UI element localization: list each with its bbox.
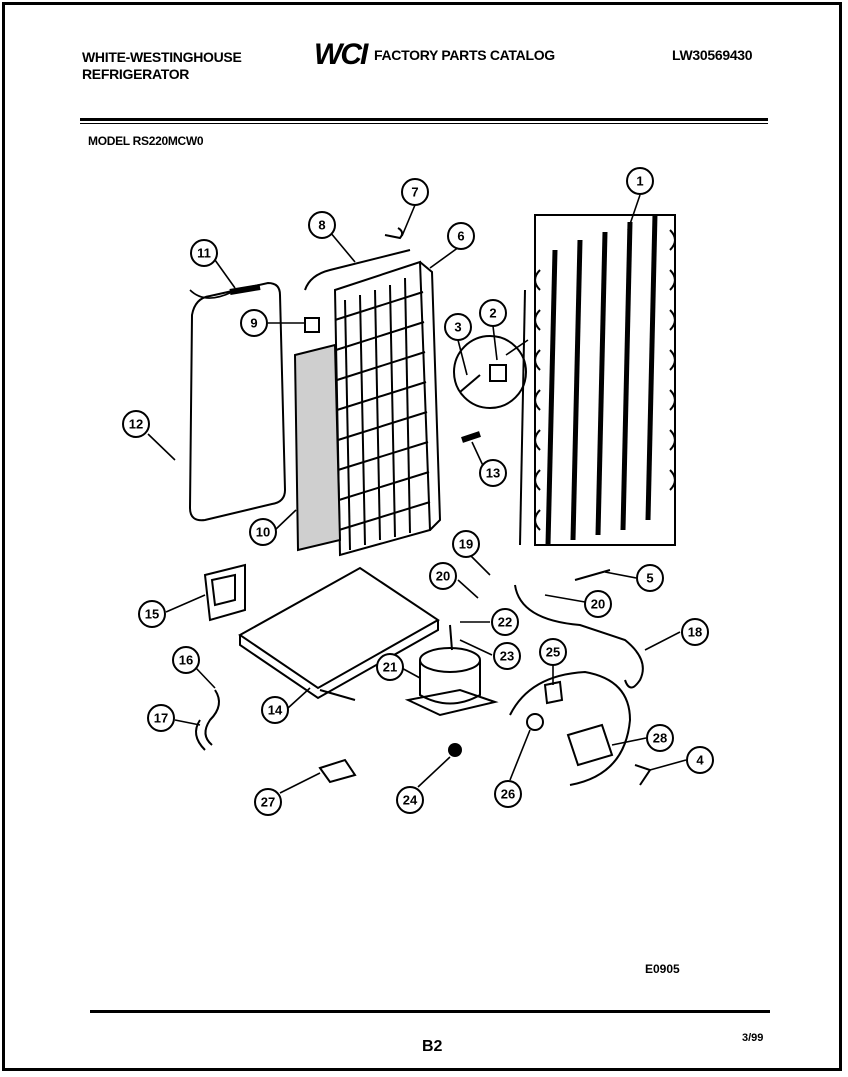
brand-header: WHITE-WESTINGHOUSE REFRIGERATOR — [82, 49, 242, 83]
svg-text:4: 4 — [696, 753, 704, 768]
drawing-code: E0905 — [645, 962, 680, 976]
callout-17: 17 — [147, 704, 175, 732]
revision-date: 3/99 — [742, 1032, 764, 1044]
evaporator-unit — [333, 260, 442, 557]
drain-tube — [304, 249, 411, 291]
svg-text:8: 8 — [318, 218, 325, 233]
model-label: MODEL RS220MCW0 — [88, 134, 204, 148]
header-rule-thin — [80, 123, 768, 124]
bracket-15 — [203, 563, 246, 622]
svg-text:28: 28 — [653, 731, 667, 746]
callout-12: 12 — [122, 410, 150, 438]
catalog-number: LW30569430 — [672, 47, 753, 63]
callout-27: 27 — [254, 788, 282, 816]
grommet — [304, 317, 320, 333]
svg-text:9: 9 — [250, 316, 257, 331]
tube-clip — [384, 227, 404, 240]
callout-24: 24 — [396, 786, 424, 814]
callout-5: 5 — [636, 564, 664, 592]
wci-logo: WCI — [314, 38, 371, 69]
callout-11: 11 — [190, 239, 218, 267]
svg-text:10: 10 — [256, 525, 270, 540]
callout-7: 7 — [401, 178, 429, 206]
svg-text:27: 27 — [261, 795, 275, 810]
svg-text:7: 7 — [411, 185, 418, 200]
callout-23: 23 — [493, 642, 521, 670]
bracket-13 — [461, 431, 481, 443]
callout-14: 14 — [261, 696, 289, 724]
svg-text:2: 2 — [489, 306, 496, 321]
callout-26: 26 — [494, 780, 522, 808]
svg-text:21: 21 — [383, 660, 397, 675]
footer-rule — [90, 1010, 770, 1013]
svg-text:17: 17 — [154, 711, 168, 726]
svg-text:13: 13 — [486, 466, 500, 481]
wire-harness-16 — [204, 689, 220, 746]
thermostat-detail — [453, 335, 529, 409]
callout-20-left: 20 — [429, 562, 457, 590]
brand-line-1: WHITE-WESTINGHOUSE — [82, 49, 242, 65]
svg-text:22: 22 — [498, 615, 512, 630]
callout-28: 28 — [646, 724, 674, 752]
compressor — [404, 624, 499, 717]
callout-16: 16 — [172, 646, 200, 674]
condenser-coil — [519, 213, 676, 546]
svg-text:6: 6 — [457, 229, 464, 244]
callout-9: 9 — [240, 309, 268, 337]
relay-detail — [509, 670, 632, 786]
svg-text:19: 19 — [459, 537, 473, 552]
svg-text:11: 11 — [197, 246, 211, 261]
callout-4: 4 — [686, 746, 714, 774]
callout-8: 8 — [308, 211, 336, 239]
svg-text:18: 18 — [688, 625, 702, 640]
base-plate — [238, 566, 440, 701]
callout-15: 15 — [138, 600, 166, 628]
leader-lines — [147, 194, 687, 794]
brand-line-2: REFRIGERATOR — [82, 66, 190, 82]
evaporator-cover — [188, 281, 287, 522]
svg-text:25: 25 — [546, 645, 560, 660]
svg-text:1: 1 — [636, 174, 643, 189]
insulation-pad — [293, 343, 342, 552]
capacitor-27 — [318, 758, 357, 784]
grommet-24 — [448, 743, 462, 757]
svg-text:24: 24 — [403, 793, 418, 808]
catalog-title: FACTORY PARTS CATALOG — [374, 47, 555, 63]
callout-20-right: 20 — [584, 590, 612, 618]
callout-3: 3 — [444, 313, 472, 341]
callout-2: 2 — [479, 299, 507, 327]
callout-13: 13 — [479, 459, 507, 487]
svg-text:16: 16 — [179, 653, 193, 668]
callout-25: 25 — [539, 638, 567, 666]
callout-10: 10 — [249, 518, 277, 546]
callout-6: 6 — [447, 222, 475, 250]
page-number: B2 — [422, 1038, 443, 1055]
svg-text:12: 12 — [129, 417, 143, 432]
callout-21: 21 — [376, 653, 404, 681]
svg-text:26: 26 — [501, 787, 515, 802]
header-rule — [80, 118, 768, 121]
clip-4 — [634, 764, 652, 786]
svg-text:23: 23 — [500, 649, 514, 664]
callout-18: 18 — [681, 618, 709, 646]
svg-text:14: 14 — [268, 703, 283, 718]
svg-text:15: 15 — [145, 607, 159, 622]
drier-5 — [574, 569, 611, 581]
callout-1: 1 — [626, 167, 654, 195]
wire-harness-17 — [195, 719, 206, 751]
wci-logo-text: WCI — [314, 38, 369, 69]
refrigerant-line — [514, 584, 644, 689]
callout-22: 22 — [491, 608, 519, 636]
svg-text:20: 20 — [436, 569, 450, 584]
callout-19: 19 — [452, 530, 480, 558]
svg-text:5: 5 — [646, 571, 653, 586]
svg-text:3: 3 — [454, 320, 461, 335]
svg-text:20: 20 — [591, 597, 605, 612]
